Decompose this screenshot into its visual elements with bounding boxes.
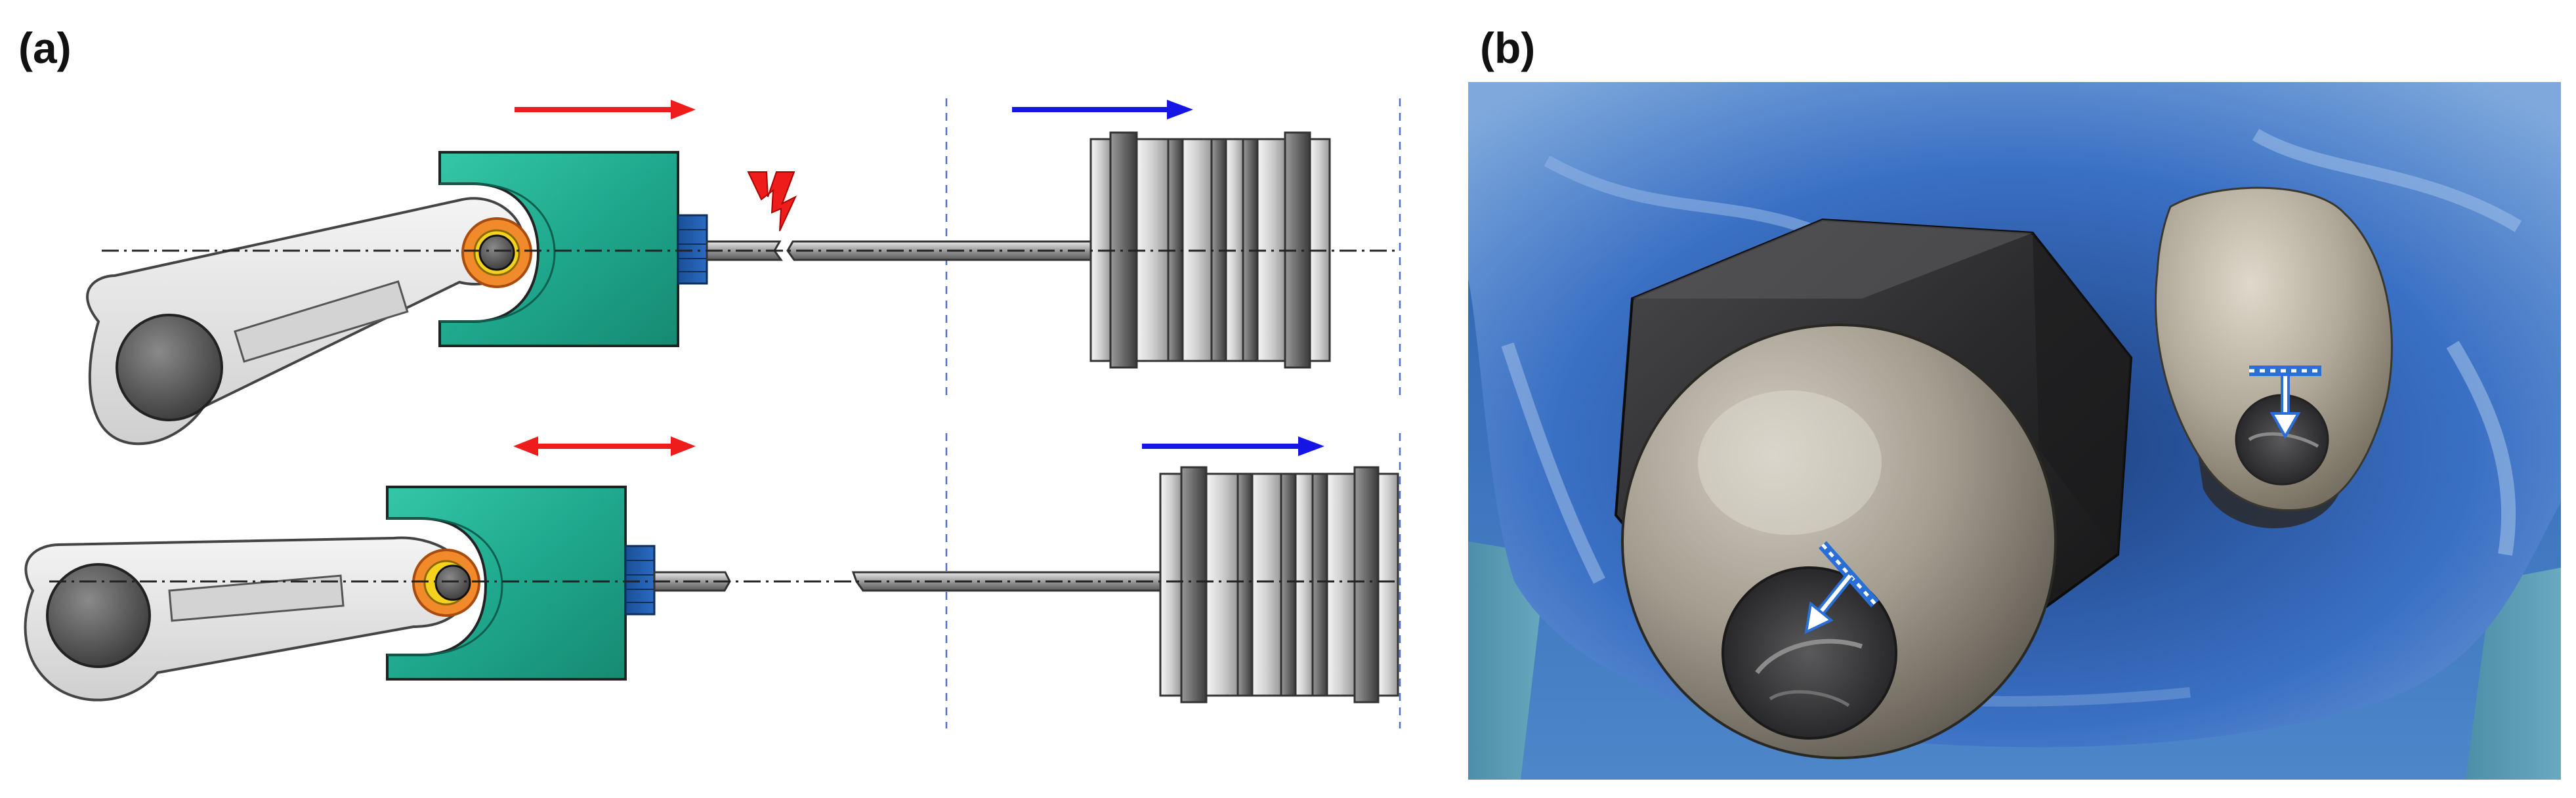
- fractured-rod-left: [1614, 218, 2133, 759]
- housing-recess: [387, 517, 503, 656]
- fracture-surface: [1721, 566, 1897, 740]
- bottom-assembly: [24, 433, 1401, 728]
- crank-pin: [116, 314, 223, 421]
- lightning-bolt-icon: [747, 171, 797, 232]
- panel-label-b: (b): [1480, 24, 1536, 72]
- fractured-rod-right: [2155, 186, 2393, 528]
- arrow-down-icon: [1804, 572, 1854, 635]
- fracture-photograph: [1468, 82, 2561, 780]
- crank-slot: [168, 574, 345, 622]
- crank-slot: [234, 280, 409, 363]
- panel-label-a: (a): [18, 24, 72, 72]
- top-assembly: [86, 98, 1401, 446]
- arrow-right-icon: [515, 100, 696, 119]
- connecting-pin: [478, 234, 515, 271]
- arrow-right-icon: [1142, 436, 1324, 456]
- connecting-pin: [434, 564, 471, 601]
- housing-recess: [440, 182, 556, 323]
- schematic-diagram: [24, 98, 1401, 728]
- table-surface: [1468, 541, 1547, 780]
- arrow-right-icon: [1012, 100, 1193, 119]
- blue-plug: [624, 545, 656, 616]
- arrow-down-icon: [2270, 376, 2301, 440]
- crank-arm: [24, 536, 471, 702]
- double-arrow-icon: [513, 436, 696, 456]
- crank-pin: [46, 563, 151, 668]
- disk-stack: [1159, 466, 1399, 704]
- blue-plug: [677, 214, 708, 285]
